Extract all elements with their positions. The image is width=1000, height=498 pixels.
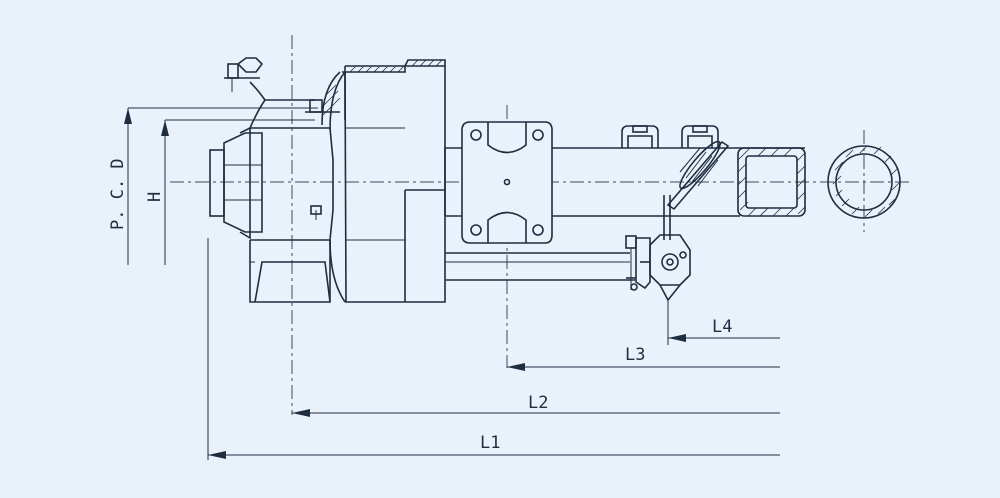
l3-label: L3 [625,345,645,365]
pcd-label: P. C. D [108,158,128,230]
hub-assembly [209,57,340,303]
l2-label: L2 [528,393,548,413]
horizontal-dimensions [207,238,780,460]
round-tube-section [827,145,901,219]
brake-drum [321,59,446,303]
svg-text:P. C. D: P. C. D [108,158,128,230]
spring-seat-plate [461,121,553,244]
l1-label: L1 [480,433,500,453]
l4-label: L4 [712,317,732,337]
vertical-dimensions [124,107,318,265]
svg-text:H: H [145,192,165,202]
slack-adjuster [625,140,730,302]
square-tube-section [737,147,806,217]
h-label: H [145,192,165,202]
mounting-brackets [621,125,719,148]
